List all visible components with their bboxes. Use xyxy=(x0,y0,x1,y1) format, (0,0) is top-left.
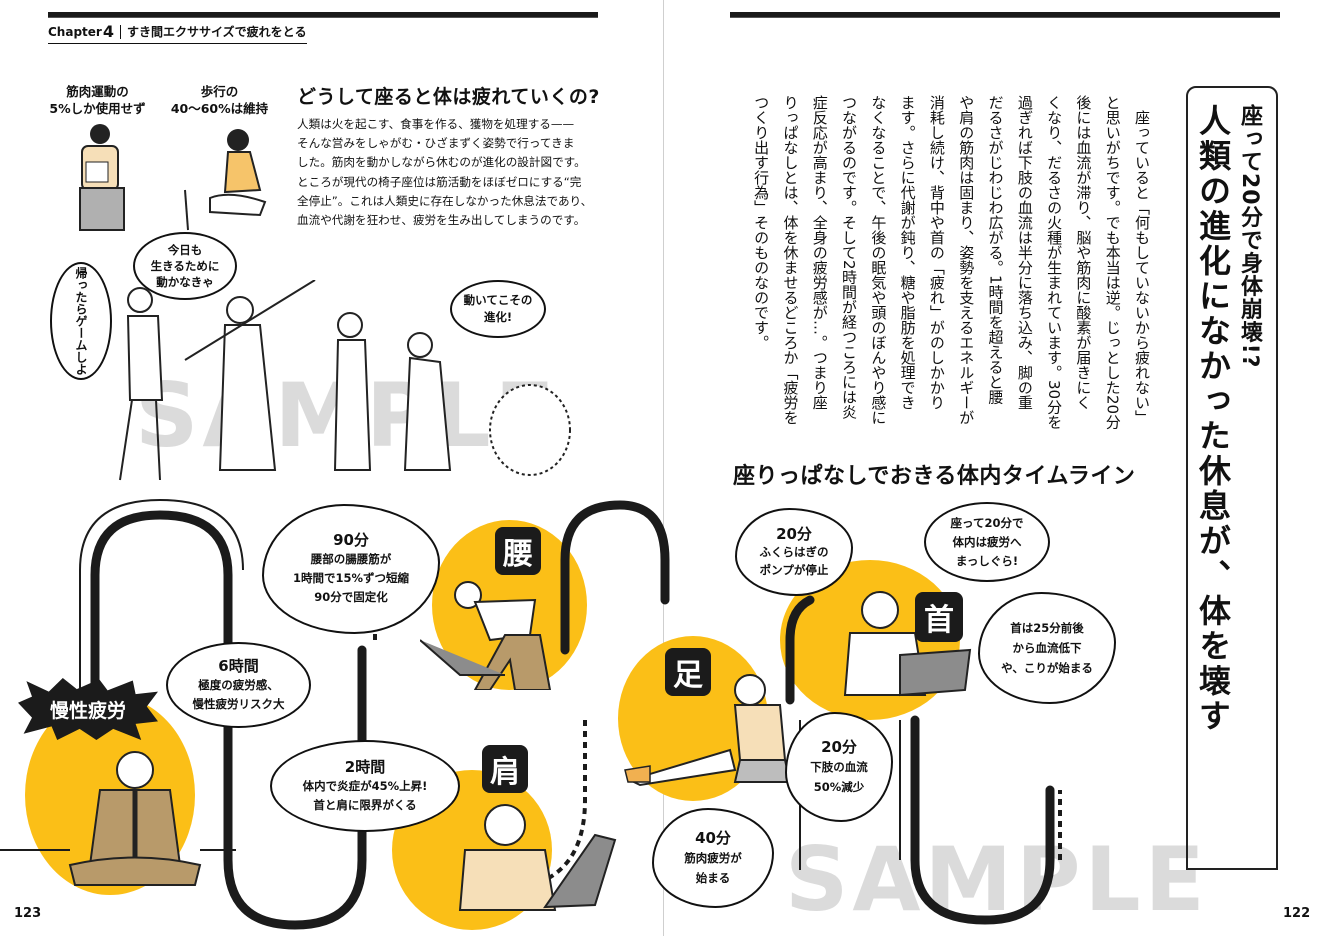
bubble-time: 90分 xyxy=(333,531,369,549)
bubble-text: まっしぐら! xyxy=(955,553,1019,568)
bubble-text: 首と肩に限界がくる xyxy=(313,797,417,812)
vertical-body-text: 座っていると「何もしていないから疲れない」 と思いがちです。でも本当は逆。じっと… xyxy=(746,95,1156,435)
bubble-text: 動かなきゃ xyxy=(156,275,214,289)
chapter-title: すき間エクササイズで疲れをとる xyxy=(126,25,307,39)
page-gutter xyxy=(663,0,664,936)
top-rule-right xyxy=(730,12,1280,18)
shoulder-pain-woman-illustration xyxy=(458,804,617,911)
paragraph-line: 血流や代謝を狂わせ、疲労を生み出してしまうのです。 xyxy=(297,213,586,228)
text-column: つくり出す行為」そのものなのです。 xyxy=(752,95,771,350)
title-main: 人類の進化になかった休息が、体を壊す xyxy=(1194,104,1232,734)
bubble-text: 慢性疲労リスク大 xyxy=(192,696,285,711)
caption-line: 5%しか使用せず xyxy=(49,101,146,116)
speech-bubble-caveman: 今日も 生きるために 動かなきゃ xyxy=(133,232,237,300)
bubble-text: 腰部の腸腰筋が xyxy=(310,552,392,566)
timeline-bubble-20min-legs: 20分 下肢の血流 50%減少 xyxy=(785,712,893,822)
text-column: 後には血流が滞り、脳や筋肉に酸素が届きにく xyxy=(1074,95,1093,410)
paragraph-line: した。筋肉を動かしながら休むのが進化の設計図です。 xyxy=(297,155,586,170)
text-column: ます。さらに代謝が鈍り、糖や脂肪を処理でき xyxy=(898,95,917,410)
timeline-bubble-6h: 6時間 極度の疲労感、 慢性疲労リスク大 xyxy=(166,642,311,728)
bubble-text: ポンプが停止 xyxy=(759,563,829,577)
page-number-right: 122 xyxy=(1283,906,1311,921)
bubble-time: 20分 xyxy=(821,738,857,756)
paragraph-line: そんな営みをしゃがむ・ひざまずく姿勢で行ってきま xyxy=(297,136,575,151)
bubble-time: 2時間 xyxy=(344,757,386,776)
timeline-bubble-neck-25min: 首は25分前後 から血流低下 や、こりが始まる xyxy=(978,592,1116,704)
bubble-text: 極度の疲労感、 xyxy=(198,677,279,692)
waist-pain-man-illustration xyxy=(420,581,552,690)
title-box xyxy=(1186,86,1278,870)
evolution-illustration xyxy=(119,280,571,481)
divider xyxy=(119,24,121,39)
paragraph-line: 人類は火を起こす、食事を作る、獲物を処理する—— xyxy=(297,117,575,131)
timeline-heading: 座りっぱなしでおきる体内タイムライン xyxy=(733,464,1136,489)
bubble-text: 下肢の血流 xyxy=(810,760,868,774)
title-subheading: 座って20分で身体崩壊!? xyxy=(1237,104,1262,369)
page-number-left: 123 xyxy=(14,906,42,921)
neck-label: 首 xyxy=(915,592,963,642)
chapter-number: 4 xyxy=(102,22,114,41)
bubble-text: ふくらはぎの xyxy=(759,545,829,559)
text-column: 消耗し続け、背中や首の「疲れ」がのしかかり xyxy=(927,95,946,410)
timeline-bubble-2h: 2時間 体内で炎症が45%上昇! 首と肩に限界がくる xyxy=(270,740,460,832)
top-rule-left xyxy=(48,12,598,18)
bubble-text: 進化! xyxy=(483,310,513,324)
text-column: 座っていると「何もしていないから疲れない」 xyxy=(1133,95,1151,425)
waist-label: 腰 xyxy=(495,527,541,575)
text-column: なくなることで、午後の眠気や頭のぼんやり感に xyxy=(869,95,888,425)
bubble-text: や、こりが始まる xyxy=(1001,661,1093,675)
timeline-bubble-90min: 90分 腰部の腸腰筋が 1時間で15%ずつ短縮 90分で固定化 xyxy=(262,504,440,634)
bubble-text: 筋肉疲労が xyxy=(684,851,742,865)
bubble-text: 90分で固定化 xyxy=(314,590,388,604)
sitting-kneeling-illustration xyxy=(79,124,267,231)
text-column: くなり、だるさの火種が生まれています。30分を xyxy=(1045,95,1064,430)
text-column: や肩の筋肉は固まり、姿勢を支えるエネルギーが xyxy=(957,95,976,425)
chapter-header: Chapter 4 すき間エクササイズで疲れをとる xyxy=(48,22,307,44)
bubble-text: から血流低下 xyxy=(1012,641,1082,655)
paragraph-line: ところが現代の椅子座位は筋活動をほぼゼロにする“完 xyxy=(297,174,582,189)
caption-line: 歩行の xyxy=(200,84,239,99)
bubble-text: 動いてこその xyxy=(463,293,533,307)
text-column: と思いがちです。でも本当は逆。じっとした20分 xyxy=(1103,95,1122,430)
chapter-label: Chapter xyxy=(48,24,102,39)
watermark-right: SAMPLE xyxy=(785,828,1209,931)
caption-kneeling: 歩行の 40〜60%は維持 xyxy=(162,83,277,117)
bubble-text: 始まる xyxy=(695,871,731,885)
text-column: 過ぎれば下肢の血流は半分に落ち込み、脚の重 xyxy=(1015,95,1034,410)
chronic-fatigue-man-illustration xyxy=(68,751,202,886)
bubble-text: 帰ったらゲームしよ xyxy=(74,267,88,375)
bubble-time: 40分 xyxy=(695,829,731,847)
timeline-bubble-20min-calf: 20分 ふくらはぎの ポンプが停止 xyxy=(735,508,853,596)
bubble-time: 6時間 xyxy=(218,656,259,675)
text-column: だるさがじわじわ広がる。1時間を超えると腰 xyxy=(986,95,1005,405)
paragraph-line: 全停止”。これは人類史に存在しなかった休息法であり、 xyxy=(297,193,593,208)
leg-label: 足 xyxy=(665,648,711,696)
bubble-text: 1時間で15%ずつ短縮 xyxy=(292,571,410,585)
caption-sitting: 筋肉運動の 5%しか使用せず xyxy=(40,83,155,117)
caption-line: 40〜60%は維持 xyxy=(170,101,269,116)
neck-pain-man-illustration xyxy=(843,591,972,697)
bubble-time: 20分 xyxy=(776,525,812,543)
text-column: つながるのです。そして2時間が経つころには炎 xyxy=(840,95,859,420)
speech-bubble-ape: 動いてこその 進化! xyxy=(450,280,546,338)
timeline-bubble-20min-fatigue: 座って20分で 体内は疲労へ まっしぐら! xyxy=(924,502,1050,582)
bubble-text: 生きるために xyxy=(150,259,220,273)
speech-bubble-modern: 帰ったらゲームしよ xyxy=(50,262,112,380)
bubble-text: 今日も xyxy=(167,243,203,257)
section-heading: どうして座ると体は疲れていくの? xyxy=(297,86,600,108)
text-column: りっぱなしとは、体を休ませるどころか「疲労を xyxy=(781,95,800,425)
shoulder-label: 肩 xyxy=(482,745,528,793)
bubble-text: 体内は疲労へ xyxy=(952,534,1022,549)
bubble-text: 50%減少 xyxy=(813,780,865,794)
text-column: 症反応が高まり、全身の疲労感が…。つまり座 xyxy=(810,95,829,410)
intro-paragraph: 人類は火を起こす、食事を作る、獲物を処理する—— そんな営みをしゃがむ・ひざまず… xyxy=(297,115,592,230)
bubble-text: 首は25分前後 xyxy=(1010,621,1084,635)
caption-line: 筋肉運動の xyxy=(66,84,129,99)
bubble-text: 体内で炎症が45%上昇! xyxy=(302,778,428,793)
timeline-bubble-40min: 40分 筋肉疲労が 始まる xyxy=(652,808,774,908)
leg-fatigue-woman-illustration xyxy=(624,674,790,787)
bubble-text: 座って20分で xyxy=(950,515,1024,530)
